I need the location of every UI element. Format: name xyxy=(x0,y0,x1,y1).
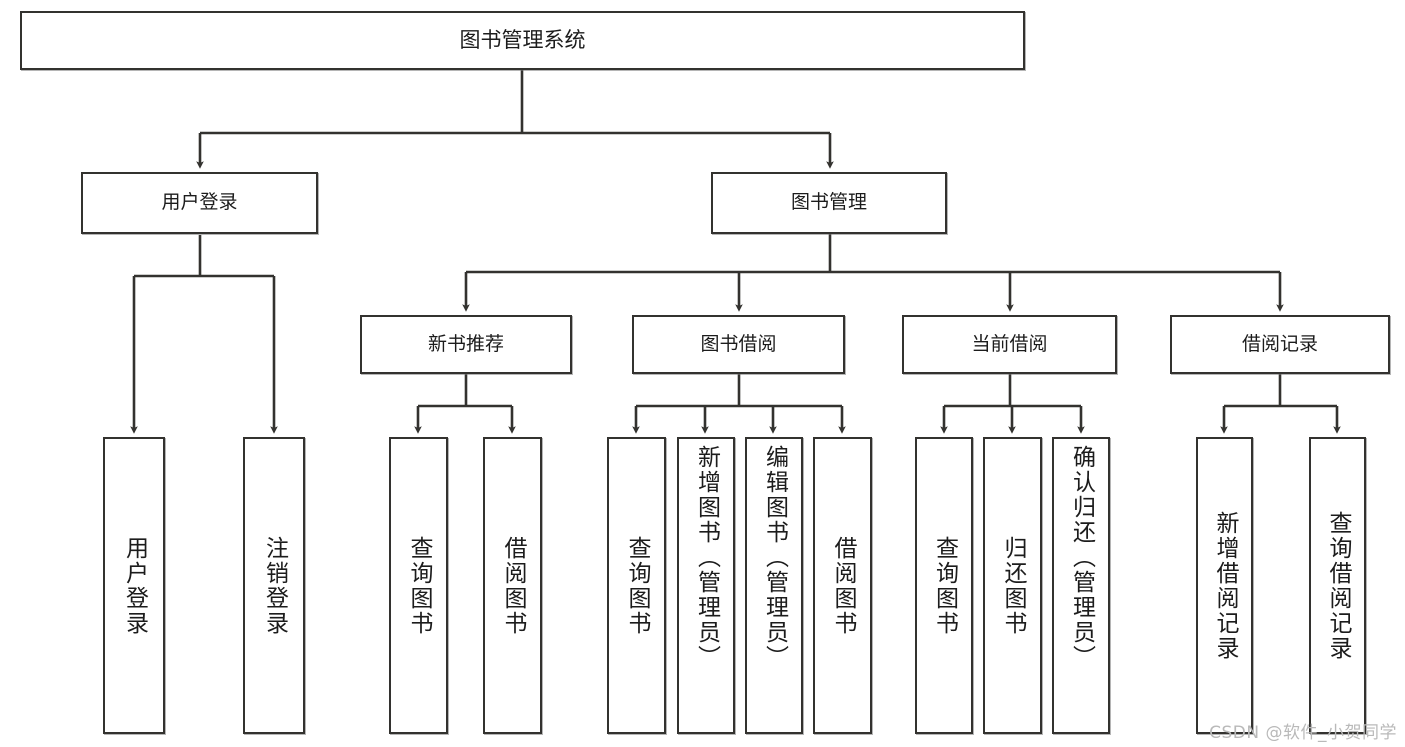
node-label: 归还图书 xyxy=(1000,535,1026,636)
node-label: 编辑图书（管理员） xyxy=(761,445,788,670)
node-label: 查询图书 xyxy=(931,535,958,636)
node-label: 查询图书 xyxy=(406,535,432,636)
node-leaf-query-book-borrow[interactable]: 查询图书 xyxy=(607,437,666,734)
node-book-management[interactable]: 图书管理 xyxy=(711,172,947,234)
node-leaf-borrow-book[interactable]: 借阅图书 xyxy=(813,437,872,734)
node-leaf-edit-book[interactable]: 编辑图书（管理员） xyxy=(745,437,803,734)
node-label: 借阅图书 xyxy=(830,535,856,636)
node-label: 图书管理系统 xyxy=(459,27,586,52)
node-label: 确认归还（管理员） xyxy=(1068,445,1095,670)
node-label: 新增借阅记录 xyxy=(1212,510,1238,661)
node-label: 图书借阅 xyxy=(700,332,777,355)
node-leaf-return-book[interactable]: 归还图书 xyxy=(983,437,1042,734)
node-leaf-borrow-book-recommend[interactable]: 借阅图书 xyxy=(483,437,542,734)
node-book-borrow[interactable]: 图书借阅 xyxy=(632,315,845,374)
node-leaf-add-book[interactable]: 新增图书（管理员） xyxy=(677,437,735,734)
node-borrow-record[interactable]: 借阅记录 xyxy=(1170,315,1390,374)
node-label: 借阅记录 xyxy=(1241,332,1318,355)
node-leaf-query-book-recommend[interactable]: 查询图书 xyxy=(389,437,448,734)
node-label: 注销登录 xyxy=(261,535,288,636)
node-book-management-system[interactable]: 图书管理系统 xyxy=(20,11,1025,70)
node-label: 用户登录 xyxy=(121,535,148,636)
node-label: 用户登录 xyxy=(161,191,238,214)
node-leaf-confirm-return[interactable]: 确认归还（管理员） xyxy=(1052,437,1110,734)
node-label: 查询借阅记录 xyxy=(1325,510,1351,661)
node-label: 新增图书（管理员） xyxy=(693,445,720,670)
node-user-login[interactable]: 用户登录 xyxy=(81,172,318,234)
node-label: 新书推荐 xyxy=(427,332,504,355)
node-leaf-query-borrow-record[interactable]: 查询借阅记录 xyxy=(1309,437,1366,734)
node-leaf-user-login[interactable]: 用户登录 xyxy=(103,437,165,734)
node-current-borrow[interactable]: 当前借阅 xyxy=(902,315,1117,374)
node-new-book-recommend[interactable]: 新书推荐 xyxy=(360,315,572,374)
watermark: CSDN @软件_小贺同学 xyxy=(1209,723,1397,743)
node-label: 图书管理 xyxy=(790,191,867,214)
node-label: 借阅图书 xyxy=(500,535,526,636)
node-leaf-query-book-current[interactable]: 查询图书 xyxy=(915,437,973,734)
node-leaf-logout-login[interactable]: 注销登录 xyxy=(243,437,305,734)
node-leaf-add-borrow-record[interactable]: 新增借阅记录 xyxy=(1196,437,1253,734)
node-label: 当前借阅 xyxy=(971,332,1048,355)
node-label: 查询图书 xyxy=(624,535,650,636)
